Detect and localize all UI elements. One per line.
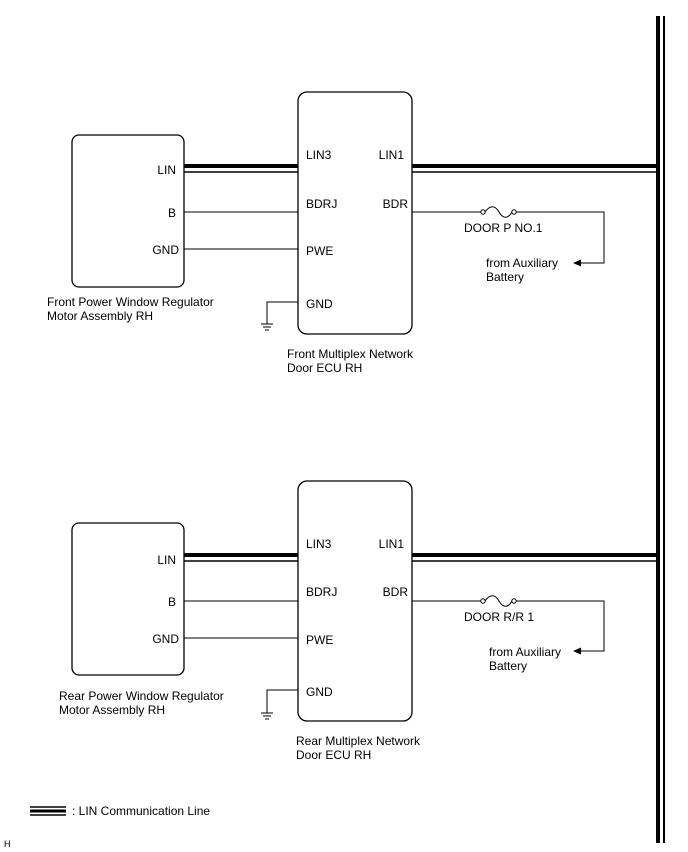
lower-ecu-pin-pwe: PWE xyxy=(306,633,333,647)
lower-ecu-pin-bdrj: BDRJ xyxy=(306,585,337,599)
upper-ecu-pin-lin1: LIN1 xyxy=(379,148,405,162)
lower-motor-pin-gnd: GND xyxy=(152,632,179,646)
lower-motor-label-2: Motor Assembly RH xyxy=(59,703,165,717)
lower-ground-icon xyxy=(261,689,298,720)
lower-battery-wire xyxy=(516,600,605,652)
lower-fuse-label: DOOR R/R 1 xyxy=(464,610,534,624)
upper-fuse-icon xyxy=(480,206,517,218)
lower-lin-line xyxy=(184,553,660,562)
upper-ecu-pin-gnd: GND xyxy=(306,297,333,311)
lower-ecu-pin-bdr: BDR xyxy=(383,585,409,599)
upper-fuse-label: DOOR P NO.1 xyxy=(464,221,543,235)
lower-ecu-label-2: Door ECU RH xyxy=(296,748,371,762)
lower-source-label-1: from Auxiliary xyxy=(489,645,561,659)
lower-ecu-label-1: Rear Multiplex Network xyxy=(296,734,421,748)
upper-motor-box xyxy=(71,134,185,288)
lower-arrow-icon xyxy=(573,647,581,655)
upper-ecu-pin-lin3: LIN3 xyxy=(306,148,332,162)
upper-motor-pin-gnd: GND xyxy=(152,243,179,257)
upper-ecu-pin-bdrj: BDRJ xyxy=(306,197,337,211)
main-lin-bus xyxy=(656,16,665,843)
legend: : LIN Communication Line xyxy=(30,804,210,818)
upper-lin-line xyxy=(184,164,660,173)
corner-mark: H xyxy=(4,839,11,849)
upper-arrow-icon xyxy=(573,259,581,267)
lower-fuse-icon xyxy=(480,595,517,607)
lower-motor-pin-lin: LIN xyxy=(157,553,176,567)
lower-circuit: LIN B GND Rear Power Window Regulator Mo… xyxy=(59,480,660,762)
lower-source-label-2: Battery xyxy=(489,659,527,673)
upper-motor-label-2: Motor Assembly RH xyxy=(47,309,153,323)
upper-ecu-label-1: Front Multiplex Network xyxy=(287,347,414,361)
upper-ground-icon xyxy=(261,301,298,331)
upper-source-label-2: Battery xyxy=(486,270,524,284)
upper-ecu-label-2: Door ECU RH xyxy=(287,361,362,375)
lower-ecu-pin-gnd: GND xyxy=(306,685,333,699)
upper-circuit: LIN B GND Front Power Window Regulator M… xyxy=(47,91,660,375)
lower-motor-pin-b: B xyxy=(168,595,176,609)
upper-ecu-box xyxy=(297,91,413,335)
upper-source-label-1: from Auxiliary xyxy=(486,256,558,270)
legend-lin-line-icon xyxy=(30,806,66,816)
upper-motor-label-1: Front Power Window Regulator xyxy=(47,295,214,309)
lower-ecu-pin-lin3: LIN3 xyxy=(306,537,332,551)
lower-ecu-pin-lin1: LIN1 xyxy=(379,537,405,551)
legend-text: : LIN Communication Line xyxy=(72,804,210,818)
upper-battery-wire xyxy=(516,211,605,264)
upper-motor-pin-b: B xyxy=(168,206,176,220)
upper-ecu-pin-bdr: BDR xyxy=(383,197,409,211)
lower-motor-label-1: Rear Power Window Regulator xyxy=(59,689,224,703)
lower-motor-box xyxy=(71,522,185,676)
upper-motor-pin-lin: LIN xyxy=(157,163,176,177)
upper-ecu-pin-pwe: PWE xyxy=(306,244,333,258)
